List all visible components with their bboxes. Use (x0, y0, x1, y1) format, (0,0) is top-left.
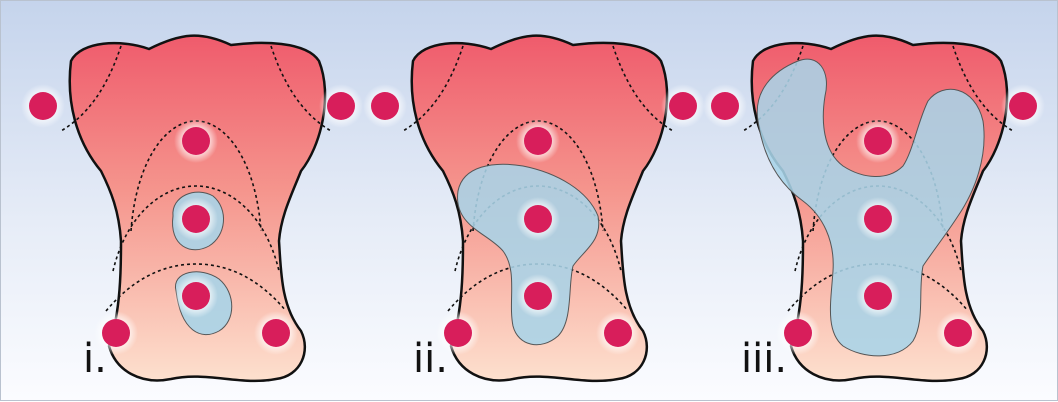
panel-iii (703, 36, 1045, 381)
panel-label-iii: iii. (741, 339, 787, 379)
panel-label-ii: ii. (413, 339, 448, 379)
panel-ii (363, 36, 705, 381)
panel-label-i: i. (83, 339, 107, 379)
panel-i (21, 36, 363, 381)
